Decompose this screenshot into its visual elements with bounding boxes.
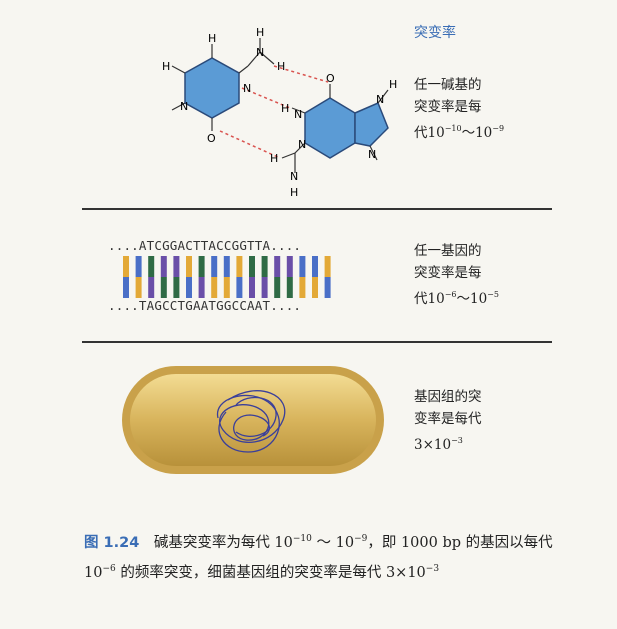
genome-coil: [216, 390, 286, 453]
panel-line: 变率是每代: [414, 411, 482, 427]
base-bar: [274, 277, 281, 298]
atom-label: N: [294, 108, 302, 121]
atom-label: O: [326, 72, 335, 85]
base-bar: [261, 256, 268, 277]
panel-genome-rate-text: 基因组的突 变率是每代 3×10−3: [414, 386, 482, 456]
purine-ring-six: [304, 97, 356, 159]
atom-label: N: [376, 93, 384, 106]
panel-line: 任一碱基的: [414, 77, 482, 93]
atom-label: H: [270, 152, 278, 165]
atom-label: N: [298, 138, 306, 151]
atom-label: O: [207, 132, 216, 145]
base-bar: [123, 277, 129, 298]
base-bar: [312, 277, 318, 298]
base-bar: [299, 277, 306, 298]
base-bar: [324, 256, 331, 277]
atom-label: N: [290, 170, 298, 183]
atom-label: N: [180, 100, 188, 113]
dna-top-strand: ....ATCGGACTTACCGGTTA....: [108, 238, 302, 253]
base-bar: [173, 256, 180, 277]
base-bar: [148, 277, 155, 298]
panel-line: 突变率是每: [414, 265, 482, 281]
base-bar: [211, 277, 218, 298]
atom-label: H: [290, 186, 298, 199]
base-bar: [186, 256, 192, 277]
dna-bottom-strand: ....TAGCCTGAATGGCCAAT....: [108, 298, 302, 313]
divider: [82, 341, 552, 343]
bacterium-illustration: [122, 366, 384, 474]
panel-line: 任一基因的: [414, 243, 482, 259]
base-bar: [312, 256, 318, 277]
base-bar: [160, 256, 167, 277]
figure-caption: 图 1.24 碱基突变率为每代 10−10 ～ 10−9，即 1000 bp 的…: [84, 534, 553, 581]
base-bar: [211, 256, 218, 277]
atom-label: H: [389, 78, 397, 91]
base-bar: [135, 277, 142, 298]
figure-label: 图 1.24: [84, 535, 140, 551]
atom-label: N: [368, 148, 376, 161]
base-bar: [286, 277, 293, 298]
panel-gene-rate-text: 任一基因的 突变率是每 代10−6～10−5: [414, 240, 499, 310]
base-bar: [173, 277, 180, 298]
base-bar: [148, 256, 155, 277]
panel-line: 突变率是每: [414, 99, 482, 115]
base-bar: [198, 256, 205, 277]
base-bar: [198, 277, 205, 298]
panel-line: 代10−6～10−5: [414, 290, 499, 307]
atom-label: H: [208, 32, 216, 45]
base-bar: [274, 256, 281, 277]
base-bar: [160, 277, 167, 298]
base-bar: [249, 256, 255, 277]
dna-ladder: [123, 256, 331, 298]
atom-label: H: [256, 26, 264, 39]
base-bar: [123, 256, 129, 277]
base-pair-molecule: H H N N O H N H O H N N H N H N H N: [162, 26, 397, 199]
panel-base-rate-text: 任一碱基的 突变率是每 代10−10～10−9: [414, 74, 504, 144]
divider: [82, 208, 552, 210]
base-bar: [249, 277, 255, 298]
base-bar: [324, 277, 331, 298]
base-bar: [299, 256, 306, 277]
panel-line: 代10−10～10−9: [414, 124, 505, 141]
panel-line: 3×10−3: [414, 436, 463, 453]
pyrimidine-ring: [184, 57, 240, 119]
figure-header: 突变率: [414, 25, 456, 41]
base-bar: [236, 277, 243, 298]
atom-label: H: [281, 102, 289, 115]
purine-ring-five: [354, 102, 389, 147]
atom-label: H: [162, 60, 170, 73]
base-bar: [186, 277, 192, 298]
atom-label: H: [277, 60, 285, 73]
base-bar: [286, 256, 293, 277]
atom-label: N: [256, 46, 264, 59]
panel-line: 基因组的突: [414, 389, 482, 405]
base-bar: [236, 256, 243, 277]
atom-label: N: [243, 82, 251, 95]
base-bar: [135, 256, 142, 277]
base-bar: [261, 277, 268, 298]
base-bar: [223, 277, 230, 298]
base-bar: [223, 256, 230, 277]
